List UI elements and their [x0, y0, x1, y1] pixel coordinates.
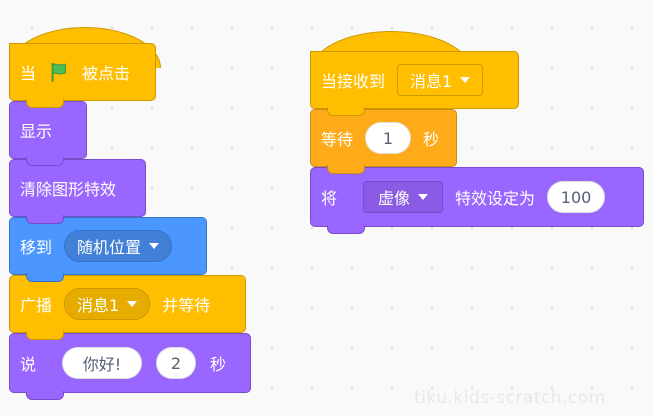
go-to-label: 移到: [20, 238, 53, 257]
clear-graphic-effects-block[interactable]: 清除图形特效: [9, 159, 146, 224]
receive-message-value: 消息1: [410, 72, 453, 91]
when-receive-label: 当接收到: [321, 72, 386, 91]
set-effect-to-label: 特效设定为: [455, 189, 536, 208]
say-label: 说: [20, 355, 37, 374]
broadcast-and-wait-block[interactable]: 广播 消息1 并等待: [9, 275, 246, 340]
chevron-down-icon: [418, 194, 429, 200]
chevron-down-icon: [149, 243, 160, 249]
when-i-receive-block[interactable]: 当接收到 消息1: [310, 51, 519, 116]
wait-label: 等待: [321, 130, 354, 149]
watermark-text: tiku.kids-scratch.com: [414, 388, 606, 408]
say-secs-unit: 秒: [210, 355, 227, 374]
and-wait-label: 并等待: [162, 296, 211, 315]
show-block[interactable]: 显示: [9, 101, 87, 166]
effect-value-input[interactable]: 100: [547, 181, 606, 213]
broadcast-message-value: 消息1: [77, 296, 120, 315]
say-text-input[interactable]: 你好!: [62, 347, 143, 379]
when-label: 当: [20, 64, 37, 83]
broadcast-message-dropdown[interactable]: 消息1: [64, 288, 151, 320]
set-effect-block[interactable]: 将 虚像 特效设定为 100: [310, 167, 644, 234]
chevron-down-icon: [460, 77, 471, 83]
clear-effects-label: 清除图形特效: [20, 180, 117, 199]
clicked-label: 被点击: [82, 64, 131, 83]
broadcast-label: 广播: [20, 296, 53, 315]
say-secs-input[interactable]: 2: [156, 347, 197, 379]
chevron-down-icon: [127, 301, 138, 307]
effect-value: 虚像: [378, 189, 411, 208]
set-effect-label: 将: [321, 189, 338, 208]
go-to-target-value: 随机位置: [77, 238, 142, 257]
green-flag-icon: [51, 62, 66, 83]
go-to-block[interactable]: 移到 随机位置: [9, 217, 207, 282]
effect-dropdown[interactable]: 虚像: [363, 181, 444, 213]
go-to-target-dropdown[interactable]: 随机位置: [64, 230, 173, 262]
wait-secs-unit: 秒: [423, 130, 440, 149]
when-flag-clicked-block[interactable]: 当 被点击: [9, 43, 156, 108]
say-for-secs-block[interactable]: 说 你好! 2 秒: [9, 333, 251, 400]
wait-secs-input[interactable]: 1: [365, 122, 412, 154]
show-label: 显示: [20, 122, 53, 141]
receive-message-dropdown[interactable]: 消息1: [397, 64, 484, 96]
wait-block[interactable]: 等待 1 秒: [310, 109, 457, 174]
